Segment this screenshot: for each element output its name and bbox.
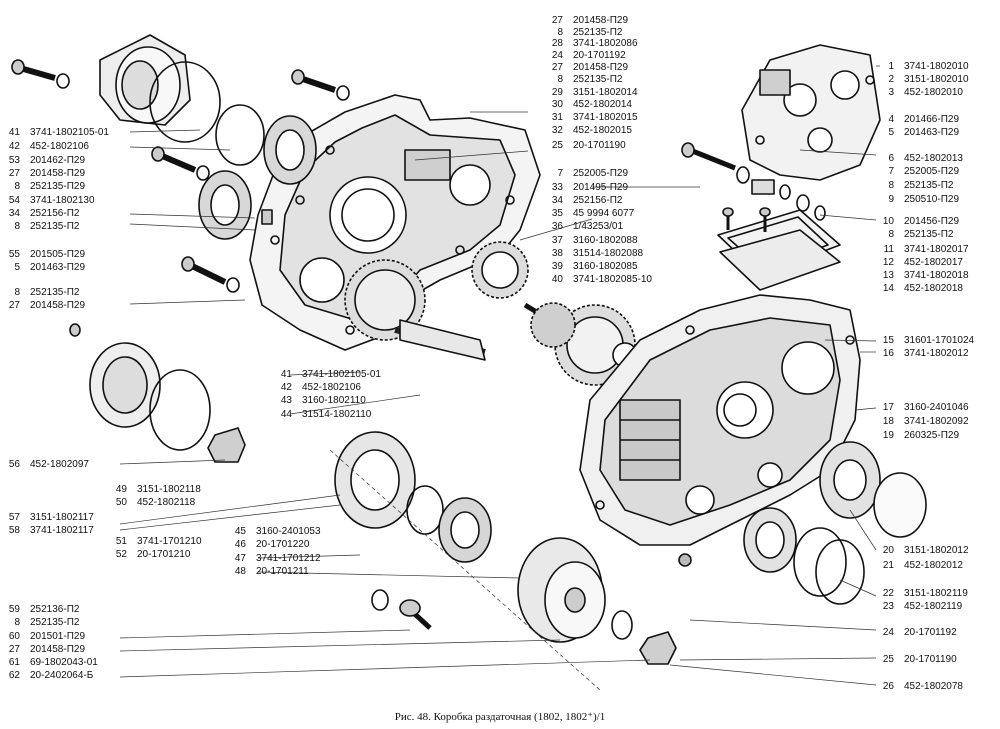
output-flange-assembly-drawing xyxy=(334,431,677,665)
right-bolts-drawing xyxy=(681,142,826,232)
left-bearing-cap-bottom-drawing xyxy=(89,342,246,463)
top-cover-drawing xyxy=(717,209,841,291)
output-shaft-gear-drawing xyxy=(344,241,529,361)
front-housing-drawing xyxy=(579,294,861,567)
left-bearing-cap-top-drawing xyxy=(99,34,317,240)
front-output-assembly-drawing xyxy=(743,441,927,605)
rear-cover-top-right-drawing xyxy=(741,44,881,181)
left-bolts-drawing xyxy=(11,59,350,337)
figure-caption: Рис. 48. Коробка раздаточная (1802, 1802… xyxy=(394,711,606,723)
rear-housing-drawing xyxy=(249,94,541,351)
leader-lines xyxy=(119,65,880,691)
